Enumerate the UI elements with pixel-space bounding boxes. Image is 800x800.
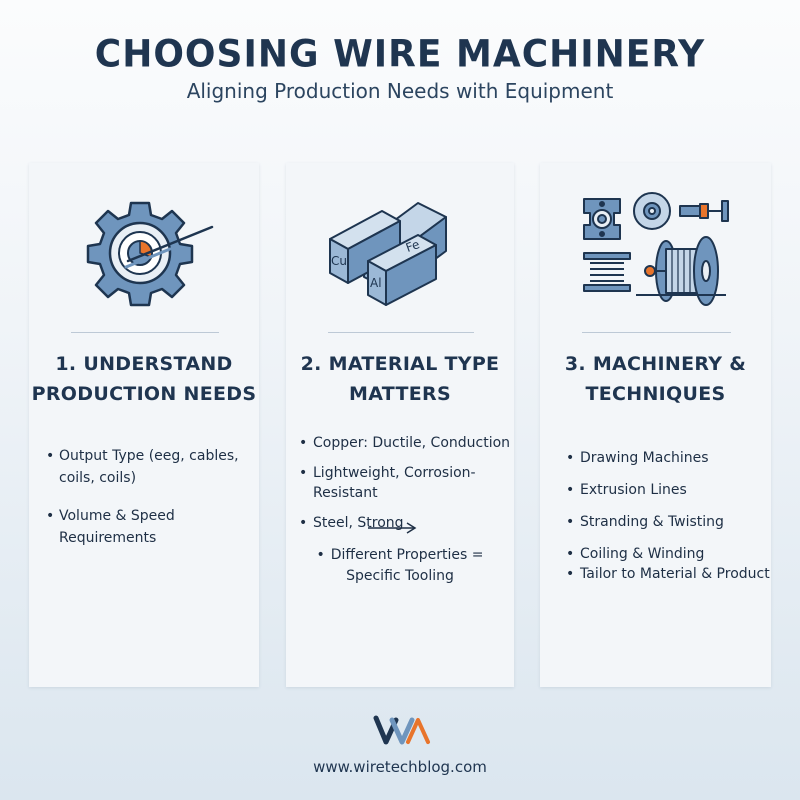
heading-line-2: TECHNIQUES — [585, 383, 726, 405]
list-item: Extrusion Lines — [540, 480, 771, 501]
list-item: Drawing Machines — [540, 448, 771, 469]
list-item: Coiling & Winding — [540, 544, 771, 565]
list-item: Tailor to Material & Product — [540, 564, 771, 585]
tooling-note: • Different Properties = Specific Tooling — [286, 545, 514, 587]
panel-divider — [71, 332, 219, 333]
list-item: Stranding & Twisting — [540, 512, 771, 533]
panel-machinery: 3. MACHINERY & TECHNIQUES Drawing Machin… — [540, 163, 771, 687]
heading-line-1: 3. MACHINERY & — [564, 353, 747, 375]
heading-line-1: 1. UNDERSTAND — [55, 353, 233, 375]
note-line-1: Different Properties = — [330, 547, 484, 563]
list-item: Lightweight, Corrosion-Resistant — [286, 463, 514, 503]
heading-line-1: 2. MATERIAL TYPE — [300, 353, 500, 375]
panel-production-needs: 1. UNDERSTAND PRODUCTION NEEDS Output Ty… — [29, 163, 259, 687]
page-title: CHOOSING WIRE MACHINERY — [94, 32, 706, 77]
machinery-parts-icon — [540, 191, 771, 311]
list-item: Output Type (eeg, cables, coils, coils) — [29, 445, 259, 489]
wiretechblog-logo — [373, 715, 430, 745]
gear-target-icon — [29, 191, 259, 311]
bar-label-cu: Cu — [331, 254, 347, 268]
bullet-dot: • — [316, 547, 325, 563]
bar-label-fe: Fe — [404, 237, 422, 255]
bullet-list: Drawing Machines Extrusion Lines Strandi… — [540, 448, 771, 596]
bullet-list: Copper: Ductile, Conduction Lightweight,… — [286, 433, 514, 543]
bar-label-al: Al — [370, 276, 382, 290]
panel-heading: 1. UNDERSTAND PRODUCTION NEEDS — [29, 349, 259, 409]
page-subtitle: Aligning Production Needs with Equipment — [186, 79, 614, 103]
heading-line-2: MATTERS — [349, 383, 451, 405]
panel-material-type: Cu Fe Al 2. MATERIAL TYPE MATTERS Copper… — [286, 163, 514, 687]
note-line-2: Specific Tooling — [346, 568, 454, 584]
metal-bars-icon: Cu Fe Al — [286, 191, 514, 311]
panel-divider — [328, 332, 474, 333]
heading-line-2: PRODUCTION NEEDS — [31, 383, 257, 405]
bullet-list: Output Type (eeg, cables, coils, coils) … — [29, 445, 259, 549]
footer-url[interactable]: www.wiretechblog.com — [313, 758, 487, 776]
list-item: Volume & Speed Requirements — [29, 505, 259, 549]
panel-divider — [582, 332, 731, 333]
panel-heading: 3. MACHINERY & TECHNIQUES — [540, 349, 771, 409]
arrow-right-icon — [368, 522, 417, 534]
list-item: Copper: Ductile, Conduction — [286, 433, 514, 453]
list-item: Steel, Strong — [286, 513, 514, 533]
panel-heading: 2. MATERIAL TYPE MATTERS — [286, 349, 514, 409]
